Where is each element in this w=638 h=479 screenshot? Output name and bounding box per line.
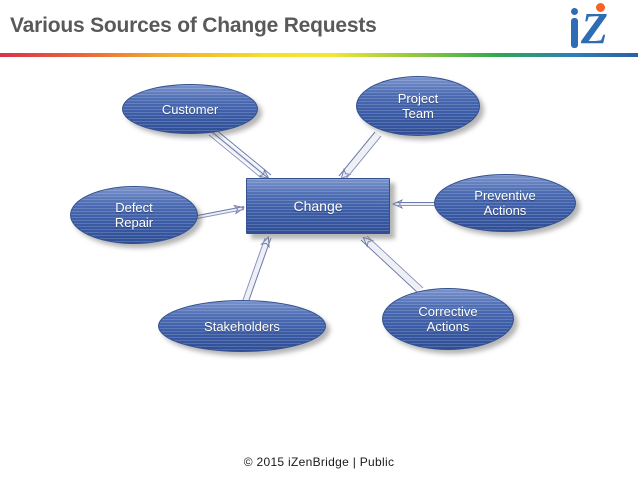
node-corrective-actions[interactable]: Corrective Actions [382, 288, 514, 350]
node-defect-repair[interactable]: Defect Repair [70, 186, 198, 244]
logo-accent-dot-icon [596, 3, 605, 12]
logo-z-glyph: Z [581, 4, 608, 53]
node-customer[interactable]: Customer [122, 84, 258, 134]
node-stakeholders[interactable]: Stakeholders [158, 300, 326, 352]
connector-customer-to-change [208, 128, 272, 182]
node-defect-repair-label: Defect Repair [114, 200, 154, 230]
copyright-text: © 2015 iZenBridge | Public [243, 455, 395, 469]
connector-corrective-to-change [360, 235, 424, 293]
header-gradient-rule [0, 53, 638, 57]
slide-footer: © 2015 iZenBridge | Public [0, 455, 638, 469]
slide-header: Various Sources of Change Requests Z [0, 0, 638, 58]
page-title: Various Sources of Change Requests [10, 14, 377, 37]
node-change-label: Change [293, 197, 343, 214]
connector-project-team-to-change [338, 131, 382, 181]
logo-i-stem-icon [571, 18, 578, 48]
node-stakeholders-label: Stakeholders [204, 318, 280, 334]
node-change-center[interactable]: Change [246, 178, 390, 234]
node-corrective-actions-label: Corrective Actions [418, 304, 478, 334]
connector-stakeholders-to-change [242, 238, 272, 301]
izenbridge-logo: Z [568, 2, 626, 53]
node-project-team-label: Project Team [397, 91, 439, 121]
node-preventive-actions-label: Preventive Actions [474, 188, 536, 218]
logo-i-dot-icon [571, 8, 578, 15]
node-preventive-actions[interactable]: Preventive Actions [434, 174, 576, 232]
node-customer-label: Customer [161, 101, 219, 117]
connector-layer [181, 128, 438, 301]
connector-preventive-to-change [394, 203, 438, 206]
node-project-team[interactable]: Project Team [356, 76, 480, 136]
change-request-sources-diagram: Customer Project Team Preventive Actions… [0, 58, 638, 448]
